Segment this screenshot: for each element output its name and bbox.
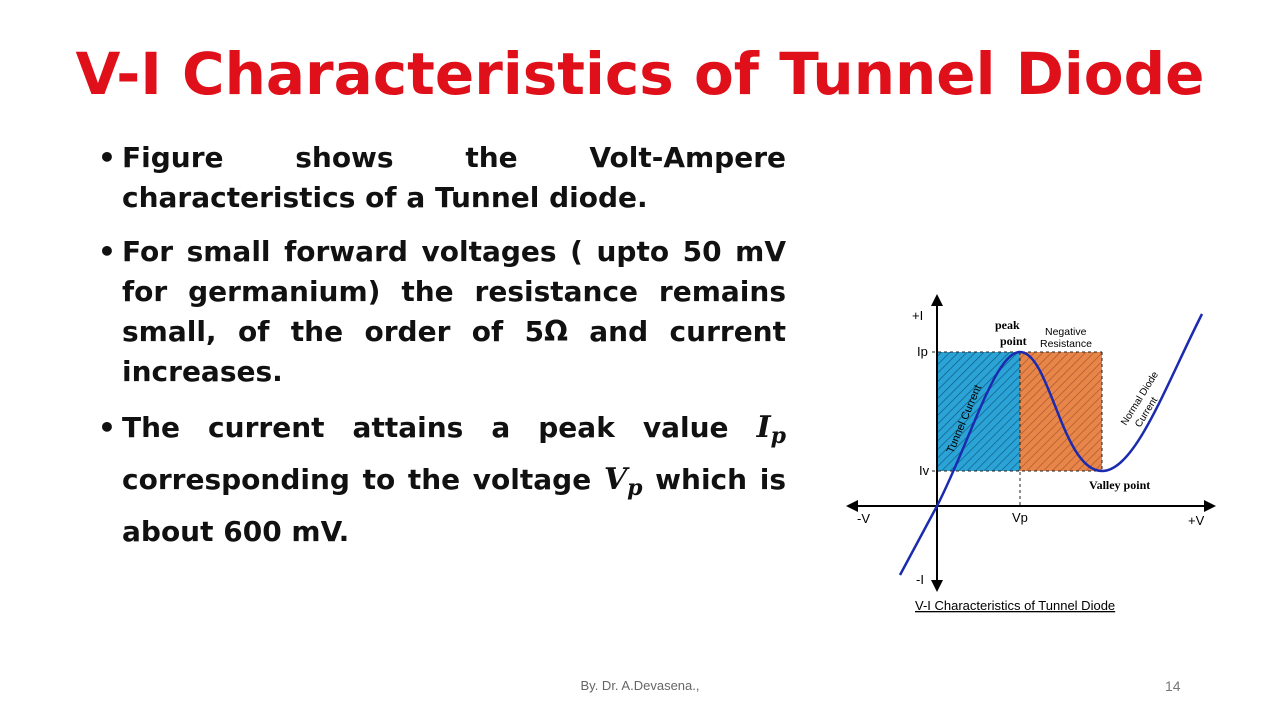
bullet-item-3: • The current attains a peak value Ip co… [98,406,786,554]
negative-resistance-region [1020,352,1102,471]
ip-label: Ip [917,344,928,359]
bullet-text-3-before: The current attains a peak value [122,411,757,444]
bullet-text-3-middle: corresponding to the voltage [122,463,604,496]
minus-i-label: -I [916,572,924,587]
tunnel-diode-curve [898,313,1204,576]
axes [850,300,1212,588]
bullet-text-1: Figure shows the Volt-Ampere characteris… [122,141,786,214]
negative-resistance-label-1: Negative [1045,326,1087,338]
bullet-dot: • [98,235,116,268]
minus-v-label: -V [857,511,870,526]
valley-point-label: Valley point [1089,478,1150,492]
bullet-dot: • [98,141,116,174]
vp-label: Vp [1012,510,1028,525]
diagram-caption: V-I Characteristics of Tunnel Diode [915,598,1115,613]
bullet-text-3-after: which is about 600 mV. [122,463,786,548]
bullet-dot: • [98,411,116,444]
bullet-list: • Figure shows the Volt-Ampere character… [98,138,786,568]
vi-characteristics-diagram: +I -I +V -V Ip Iv Vp peak point Negative… [846,294,1216,613]
plus-i-label: +I [912,308,923,323]
peak-point-label-1: peak [995,318,1020,332]
y-axis-down-arrow [931,580,943,592]
plus-v-label: +V [1188,513,1205,528]
bullet-item-1: • Figure shows the Volt-Ampere character… [98,138,786,218]
x-axis-right-arrow [1204,500,1216,512]
page-number: 14 [1165,678,1181,694]
bullet-text-2: For small forward voltages ( upto 50 mV … [122,235,786,388]
negative-resistance-label-2: Resistance [1040,338,1092,350]
peak-point-label-2: point [1000,334,1027,348]
bullet-item-2: • For small forward voltages ( upto 50 m… [98,232,786,392]
peak-voltage-symbol: Vp [603,462,643,501]
iv-label: Iv [919,463,930,478]
y-axis-up-arrow [931,294,943,306]
footer-author: By. Dr. A.Devasena., [580,678,700,693]
peak-current-symbol: Ip [756,410,786,449]
slide-title: V-I Characteristics of Tunnel Diode [75,40,1205,108]
x-axis-left-arrow [846,500,858,512]
